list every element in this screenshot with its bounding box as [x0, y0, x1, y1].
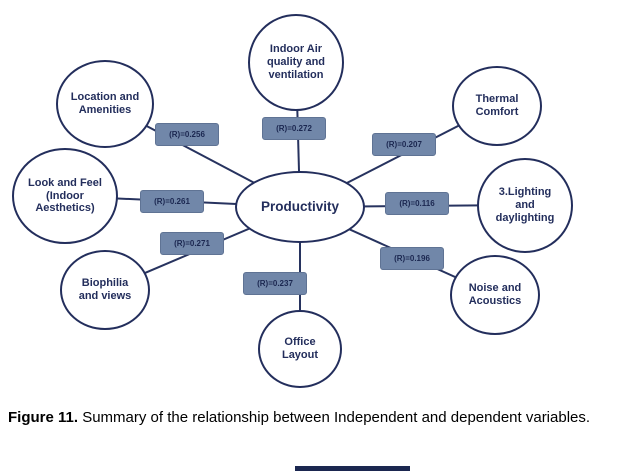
- node-indoor-air-quality: Indoor Air quality and ventilation: [248, 14, 344, 111]
- node-look-and-feel: Look and Feel (Indoor Aesthetics): [12, 148, 118, 244]
- node-label: Thermal Comfort: [475, 93, 519, 118]
- correlation-label-lighting: (R)=0.116: [385, 192, 449, 215]
- node-label: Indoor Air quality and ventilation: [266, 43, 326, 81]
- correlation-label-indoor-air: (R)=0.272: [262, 117, 326, 140]
- correlation-label-biophilia: (R)=0.271: [160, 232, 224, 255]
- node-noise-acoustics: Noise and Acoustics: [450, 255, 540, 335]
- figure-caption-text: Summary of the relationship between Inde…: [78, 409, 591, 426]
- node-label: Productivity: [260, 199, 339, 215]
- node-label: Biophilia and views: [78, 277, 132, 302]
- relationship-diagram: (R)=0.272 (R)=0.256 (R)=0.207 (R)=0.261 …: [12, 14, 573, 388]
- node-thermal-comfort: Thermal Comfort: [452, 66, 542, 146]
- correlation-label-office: (R)=0.237: [243, 272, 307, 295]
- node-office-layout: Office Layout: [258, 310, 342, 388]
- node-productivity: Productivity: [235, 171, 365, 243]
- node-lighting-daylighting: 3.Lighting and daylighting: [477, 158, 573, 253]
- node-label: Noise and Acoustics: [468, 282, 522, 307]
- node-location-amenities: Location and Amenities: [56, 60, 154, 148]
- node-label: Office Layout: [281, 336, 319, 361]
- node-label: 3.Lighting and daylighting: [495, 186, 555, 224]
- correlation-label-noise: (R)=0.196: [380, 247, 444, 270]
- node-label: Location and Amenities: [70, 91, 140, 116]
- node-biophilia-views: Biophilia and views: [60, 250, 150, 330]
- node-label: Look and Feel (Indoor Aesthetics): [28, 176, 102, 215]
- correlation-label-location: (R)=0.256: [155, 123, 219, 146]
- correlation-label-look-feel: (R)=0.261: [140, 190, 204, 213]
- bottom-divider: [295, 466, 410, 471]
- figure-caption: Figure 11. Summary of the relationship b…: [8, 408, 606, 428]
- correlation-label-thermal: (R)=0.207: [372, 133, 436, 156]
- figure-caption-prefix: Figure 11.: [8, 409, 79, 426]
